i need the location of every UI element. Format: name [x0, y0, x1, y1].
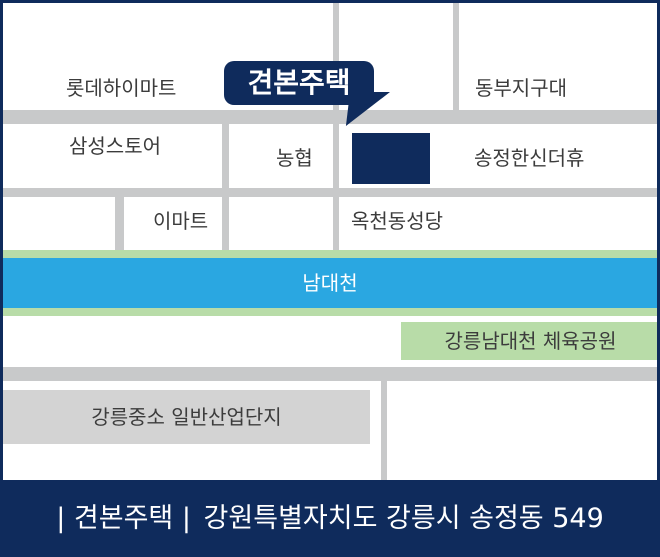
landmark-dongbu-jigudae: 동부지구대	[475, 76, 567, 100]
road-horizontal-1	[0, 110, 660, 124]
park-area: 강릉남대천 체육공원	[401, 322, 660, 360]
road-vertical-5	[381, 381, 387, 480]
road-vertical-3	[222, 124, 229, 258]
road-horizontal-2	[0, 188, 660, 197]
river	[0, 258, 660, 308]
landmark-lotte-himart: 롯데하이마트	[66, 76, 177, 100]
industrial-complex-area: 강릉중소 일반산업단지	[3, 390, 370, 444]
landmark-songjeong-hansin: 송정한신더휴	[474, 146, 585, 170]
map-frame	[0, 0, 660, 480]
model-house-callout: 견본주택	[224, 61, 374, 105]
address-footer: | 견본주택 | 강원특별자치도 강릉시 송정동 549	[0, 480, 660, 557]
landmark-emart: 이마트	[153, 209, 209, 233]
model-house-marker	[352, 133, 430, 184]
landmark-okcheon-church: 옥천동성당	[351, 209, 443, 233]
landmark-nonghyup: 농협	[276, 146, 313, 170]
river-label: 남대천	[302, 271, 358, 295]
road-vertical-4	[115, 197, 124, 258]
riverbank-south	[0, 308, 660, 316]
road-horizontal-3	[0, 367, 660, 381]
footer-address: 강원특별자치도 강릉시 송정동 549	[203, 503, 604, 534]
road-vertical-2	[453, 0, 459, 110]
landmark-samsung-store: 삼성스토어	[69, 134, 161, 158]
road-vertical-1	[333, 0, 339, 258]
footer-title: | 견본주택 |	[56, 503, 191, 534]
riverbank-north	[0, 250, 660, 258]
